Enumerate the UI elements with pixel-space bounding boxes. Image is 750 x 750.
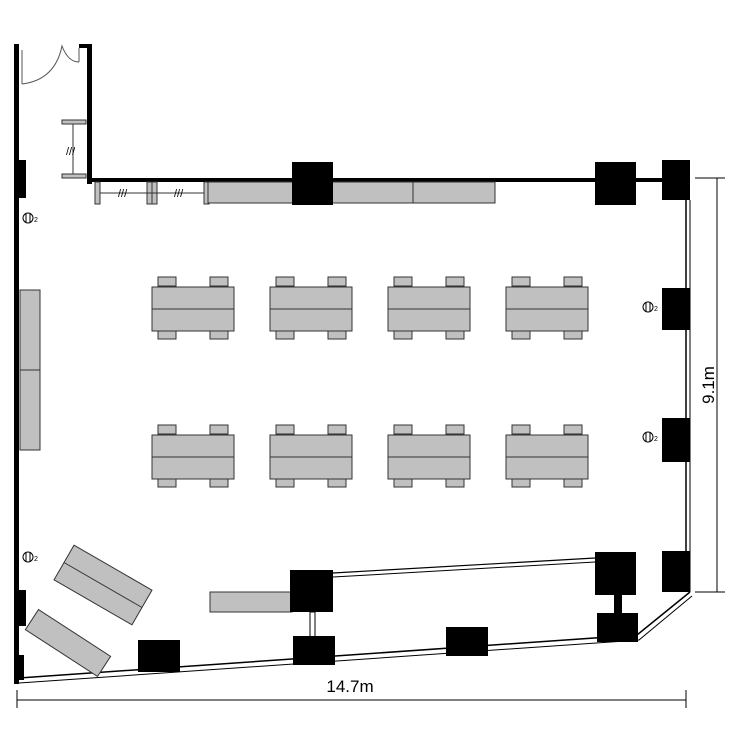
svg-text:2: 2	[34, 217, 38, 224]
svg-text:2: 2	[654, 306, 658, 313]
chair	[563, 424, 583, 435]
svg-text:///: ///	[118, 188, 128, 200]
chair	[209, 276, 229, 287]
desk-group	[151, 424, 235, 488]
width-label: 14.7m	[326, 677, 373, 696]
desk-group	[151, 276, 235, 340]
column	[597, 613, 638, 642]
door	[21, 44, 80, 85]
column	[293, 636, 335, 665]
column	[595, 162, 636, 205]
svg-text:///: ///	[174, 188, 184, 200]
column	[446, 627, 488, 656]
chair	[157, 424, 177, 435]
desk-group	[387, 424, 471, 488]
chair	[445, 276, 465, 287]
outlet-icon: 2	[642, 301, 658, 313]
cabinets	[19, 181, 496, 678]
corridor-wall	[87, 44, 92, 184]
outlet-icon: 2	[642, 431, 658, 443]
desk-group	[387, 276, 471, 340]
outlet-icon: 2	[22, 551, 38, 563]
desk-group	[505, 424, 589, 488]
dimension-width	[16, 690, 687, 708]
chair	[275, 424, 295, 435]
outlets: 2 2 2 2	[22, 212, 658, 563]
svg-text:///: ///	[66, 146, 76, 158]
left-wall	[14, 44, 19, 684]
dimension-depth	[695, 177, 725, 593]
column	[662, 160, 690, 200]
desk-groups	[151, 276, 589, 488]
top-wall	[88, 178, 690, 182]
chair	[209, 424, 229, 435]
columns	[138, 160, 690, 672]
column	[662, 418, 690, 462]
chair	[157, 276, 177, 287]
column	[292, 162, 333, 205]
desk-group	[269, 276, 353, 340]
desk-group	[505, 276, 589, 340]
column	[138, 640, 180, 672]
chair	[563, 276, 583, 287]
windows: /// /// ///	[61, 119, 210, 205]
chair	[511, 424, 531, 435]
depth-label: 9.1m	[699, 366, 718, 404]
chair	[445, 424, 465, 435]
svg-text:2: 2	[34, 556, 38, 563]
chair	[511, 276, 531, 287]
column	[662, 551, 690, 592]
chair	[393, 424, 413, 435]
column	[595, 552, 636, 595]
column	[290, 570, 333, 612]
outlet-icon: 2	[22, 212, 38, 224]
svg-text:2: 2	[654, 436, 658, 443]
chair	[393, 276, 413, 287]
desk-group	[269, 424, 353, 488]
chair	[275, 276, 295, 287]
inner-wall	[332, 557, 596, 574]
chair	[327, 424, 347, 435]
column	[662, 288, 690, 330]
bench	[209, 591, 293, 613]
corridor-stub	[79, 44, 92, 48]
chair	[327, 276, 347, 287]
